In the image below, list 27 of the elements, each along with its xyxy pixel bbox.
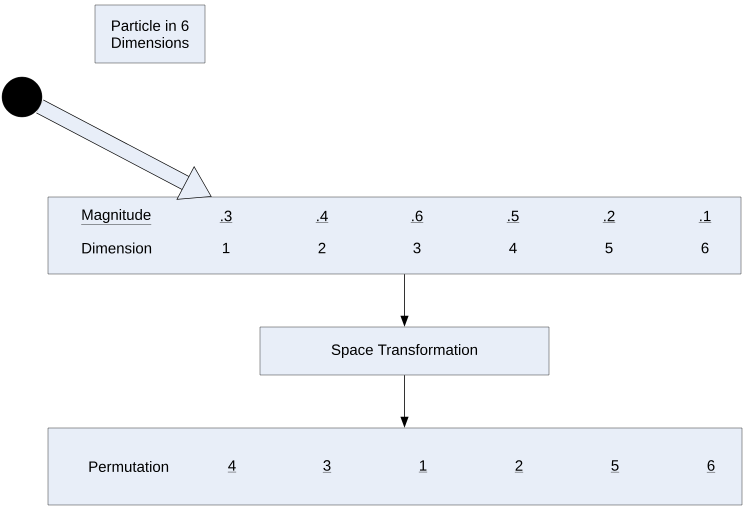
value-text: .5	[506, 210, 520, 223]
dot	[2, 76, 42, 118]
table-box	[48, 428, 742, 506]
row-label: Magnitude	[81, 209, 152, 225]
value-text: .4	[316, 210, 328, 223]
value-text: .6	[410, 210, 424, 223]
table-box	[48, 196, 742, 274]
row-label: Permutation	[89, 461, 168, 472]
value-text: 5	[605, 242, 613, 254]
value-text: 4	[228, 460, 236, 472]
value-text: 6	[706, 460, 716, 472]
value-text: 6	[702, 242, 709, 254]
value-text: .3	[220, 210, 232, 223]
value-text: 3	[413, 242, 421, 254]
value-text: 1	[418, 460, 428, 472]
value-text: .1	[698, 210, 712, 223]
value-text: 4	[509, 242, 517, 254]
row-label: Dimension	[82, 242, 152, 254]
process-box: Particle in 6 Dimensions	[94, 4, 206, 64]
value-text: 5	[610, 460, 620, 472]
value-text: 2	[318, 242, 326, 254]
arrow	[36, 100, 212, 200]
process-box: Space Transformation	[260, 326, 550, 376]
value-text: .2	[602, 210, 616, 223]
value-text: 2	[514, 460, 524, 472]
value-text: 3	[322, 460, 332, 472]
value-text: 1	[222, 242, 230, 254]
